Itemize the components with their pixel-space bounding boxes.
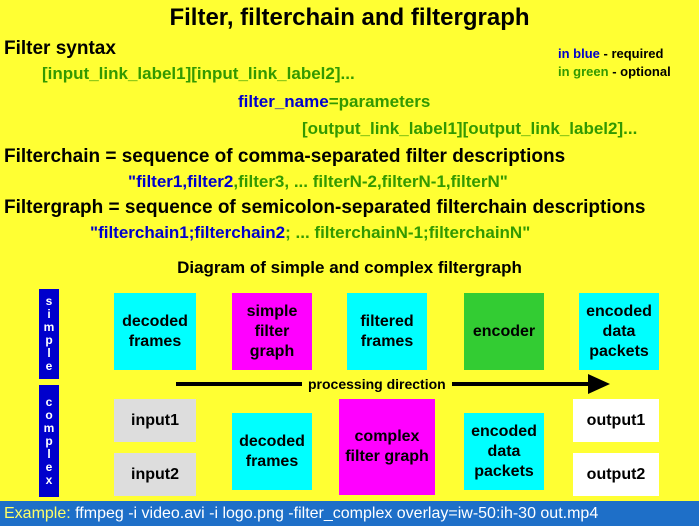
complex-label-letter: l — [47, 446, 51, 461]
legend-optional: in green - optional — [558, 64, 671, 79]
filterchain-quote-close: " — [499, 172, 508, 191]
complex-output1-box: output1 — [573, 399, 659, 442]
filtergraph-quote-open: " — [90, 223, 99, 242]
legend-required: in blue - required — [558, 46, 663, 61]
example-bar: Example: ffmpeg -i video.avi -i logo.png… — [0, 501, 699, 526]
output-link-labels: [output_link_label1][output_link_label2]… — [302, 119, 638, 138]
simple-filter-graph-box: simple filter graph — [232, 293, 312, 370]
diagram-heading: Diagram of simple and complex filtergrap… — [177, 258, 522, 277]
filtergraph-required: filterchain1;filterchain2 — [98, 223, 286, 242]
filter-parameters: =parameters — [328, 92, 431, 111]
simple-label-letter: i — [47, 307, 51, 321]
legend-optional-colored: in green — [558, 64, 609, 79]
example-label: Example: — [4, 505, 71, 522]
legend-optional-rest: - optional — [608, 64, 671, 79]
filterchain-optional: ,filter3, ... filterN-2,filterN-1,filter… — [233, 172, 500, 191]
simple-encoded-packets-box: encoded data packets — [579, 293, 659, 370]
legend-required-rest: - required — [599, 46, 664, 61]
filterchain-heading: Filterchain = sequence of comma-separate… — [4, 146, 566, 167]
filtergraph-example: "filterchain1;filterchain2; ... filterch… — [90, 223, 530, 243]
complex-input1-box: input1 — [114, 399, 196, 442]
arrow-head — [588, 374, 610, 394]
filtergraph-optional: ; ... filterchainN-1;filterchainN — [285, 223, 523, 242]
filterchain-quote-open: " — [128, 172, 137, 191]
page-title: Filter, filterchain and filtergraph — [169, 4, 530, 31]
legend-required-colored: in blue — [558, 46, 600, 61]
complex-decoded-frames-box: decoded frames — [232, 413, 312, 490]
processing-direction-label: processing direction — [302, 373, 452, 395]
input-link-labels: [input_link_label1][input_link_label2]..… — [42, 64, 355, 83]
complex-input2-box: input2 — [114, 453, 196, 496]
simple-encoder-box: encoder — [464, 293, 544, 370]
complex-label-letter: m — [43, 420, 55, 435]
complex-label-letter: c — [45, 394, 53, 409]
complex-label-letter: e — [45, 459, 53, 474]
simple-label-letter: e — [45, 359, 53, 373]
simple-decoded-frames-box: decoded frames — [114, 293, 196, 370]
complex-label-letter: x — [45, 472, 53, 487]
simple-label-letter: p — [45, 333, 53, 347]
complex-label-letter: o — [45, 407, 53, 422]
complex-encoded-packets-box: encoded data packets — [464, 413, 544, 490]
simple-label-letter: s — [45, 294, 53, 308]
filterchain-example: "filter1,filter2,filter3, ... filterN-2,… — [128, 172, 508, 192]
complex-output2-box: output2 — [573, 453, 659, 496]
simple-filtered-frames-box: filtered frames — [347, 293, 427, 370]
filtergraph-quote-close: " — [522, 223, 531, 242]
filter-syntax-heading: Filter syntax — [4, 38, 116, 59]
filter-name-line: filter_name=parameters — [238, 92, 430, 112]
filterchain-required: filter1,filter2 — [136, 172, 234, 191]
example-command: ffmpeg -i video.avi -i logo.png -filter_… — [70, 505, 599, 522]
simple-label-letter: m — [43, 320, 55, 334]
complex-label-letter: p — [45, 433, 53, 448]
complex-filter-graph-box: complex filter graph — [339, 399, 435, 495]
filter-name: filter_name — [238, 92, 329, 111]
filtergraph-heading: Filtergraph = sequence of semicolon-sepa… — [4, 197, 646, 218]
simple-label-letter: l — [47, 346, 51, 360]
